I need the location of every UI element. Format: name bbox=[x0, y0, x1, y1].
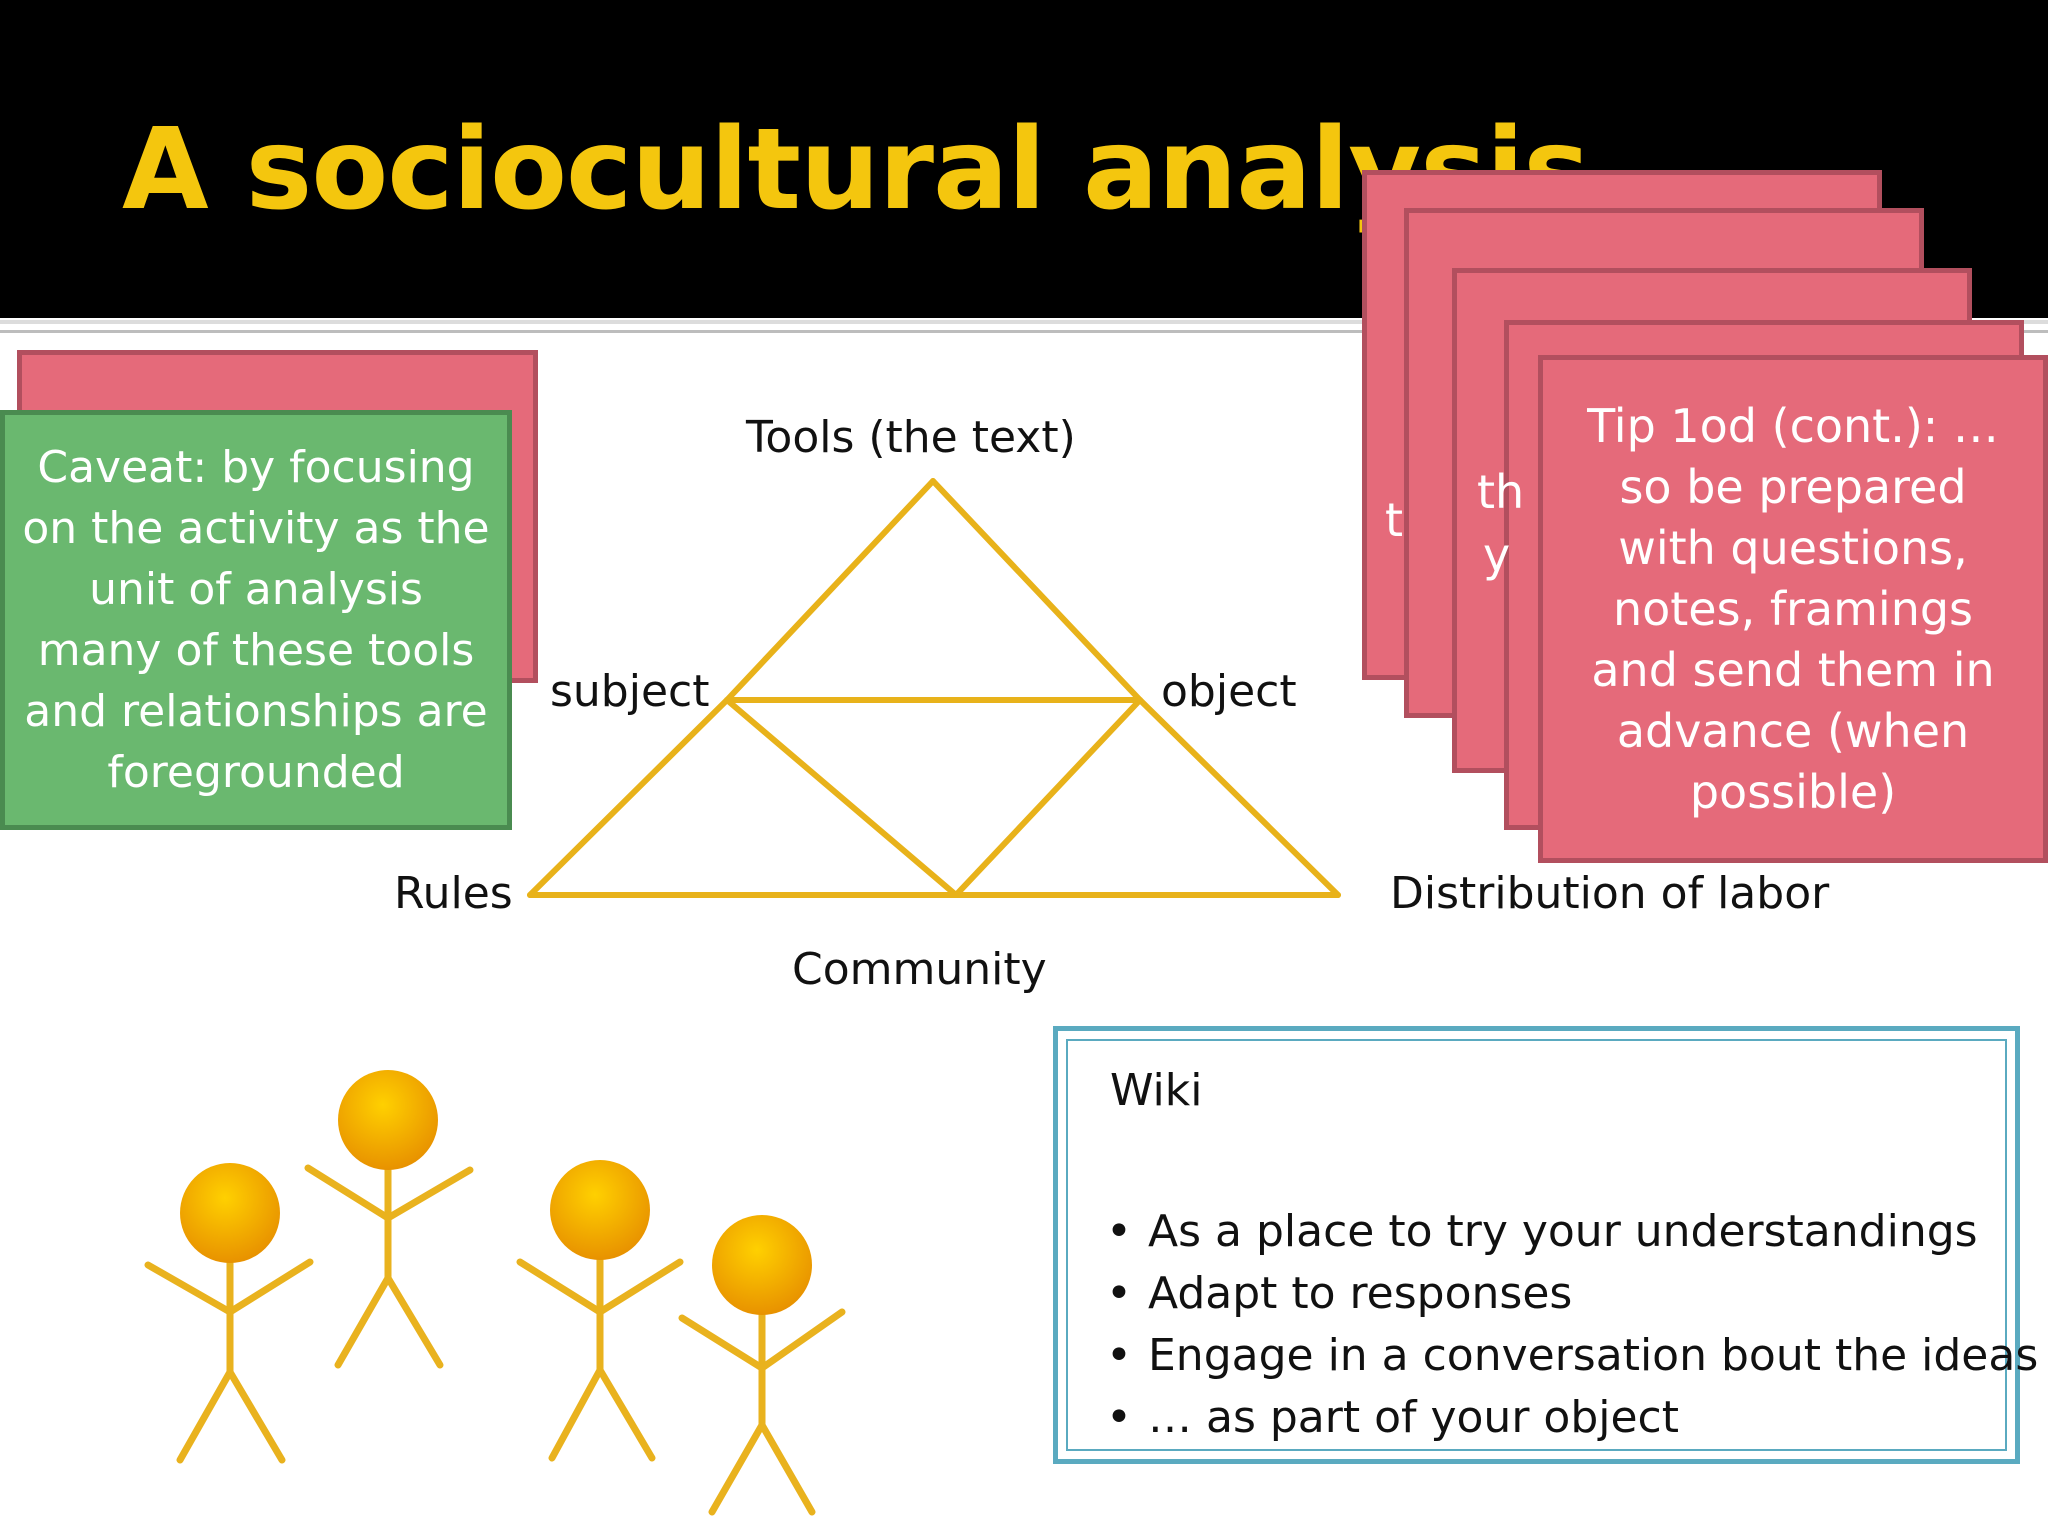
partial-text-1: t bbox=[1385, 493, 1404, 547]
edge-tools-object bbox=[930, 478, 1143, 703]
partial-text-2: th bbox=[1477, 465, 1525, 519]
edge-subject-rules bbox=[527, 697, 730, 898]
wiki-list-item: Adapt to responses bbox=[1106, 1263, 2038, 1325]
partial-text-3: y bbox=[1483, 528, 1511, 582]
division-of-labor-label: Distribution of labor bbox=[1390, 868, 1830, 919]
wiki-list-item: As a place to try your understandings bbox=[1106, 1201, 2038, 1263]
community-label: Community bbox=[792, 944, 1047, 995]
header-divider-secondary bbox=[0, 330, 2048, 333]
stick-figure-2 bbox=[304, 1070, 474, 1369]
tools-label: Tools (the text) bbox=[746, 412, 1076, 463]
wiki-list-item: Engage in a conversation bout the ideas bbox=[1106, 1325, 2038, 1387]
caveat-card: Caveat: by focusing on the activity as t… bbox=[0, 410, 512, 830]
stick-figure-1 bbox=[144, 1163, 314, 1464]
edge-object-division bbox=[1137, 697, 1341, 898]
object-label: object bbox=[1161, 666, 1297, 717]
edge-subject-community bbox=[724, 697, 959, 898]
wiki-list: As a place to try your understandings Ad… bbox=[1106, 1201, 2038, 1449]
edge-object-community bbox=[953, 697, 1143, 898]
header-divider bbox=[0, 320, 2048, 324]
stick-figure-3 bbox=[516, 1160, 684, 1462]
wiki-box: Wiki As a place to try your understandin… bbox=[1053, 1026, 2038, 1464]
wiki-title: Wiki bbox=[1110, 1065, 1203, 1116]
wiki-list-item: … as part of your object bbox=[1106, 1387, 2038, 1449]
stick-figure-4 bbox=[678, 1215, 846, 1516]
tip-card: Tip 1od (cont.): … so be prepared with q… bbox=[1538, 355, 2048, 863]
caveat-text: Caveat: by focusing on the activity as t… bbox=[22, 442, 490, 798]
tip-text: Tip 1od (cont.): … so be prepared with q… bbox=[1587, 398, 1999, 819]
edge-tools-subject bbox=[724, 478, 936, 703]
rules-label: Rules bbox=[394, 868, 513, 919]
subject-label: subject bbox=[550, 666, 710, 717]
slide-title: A sociocultural analysis bbox=[122, 105, 1590, 235]
